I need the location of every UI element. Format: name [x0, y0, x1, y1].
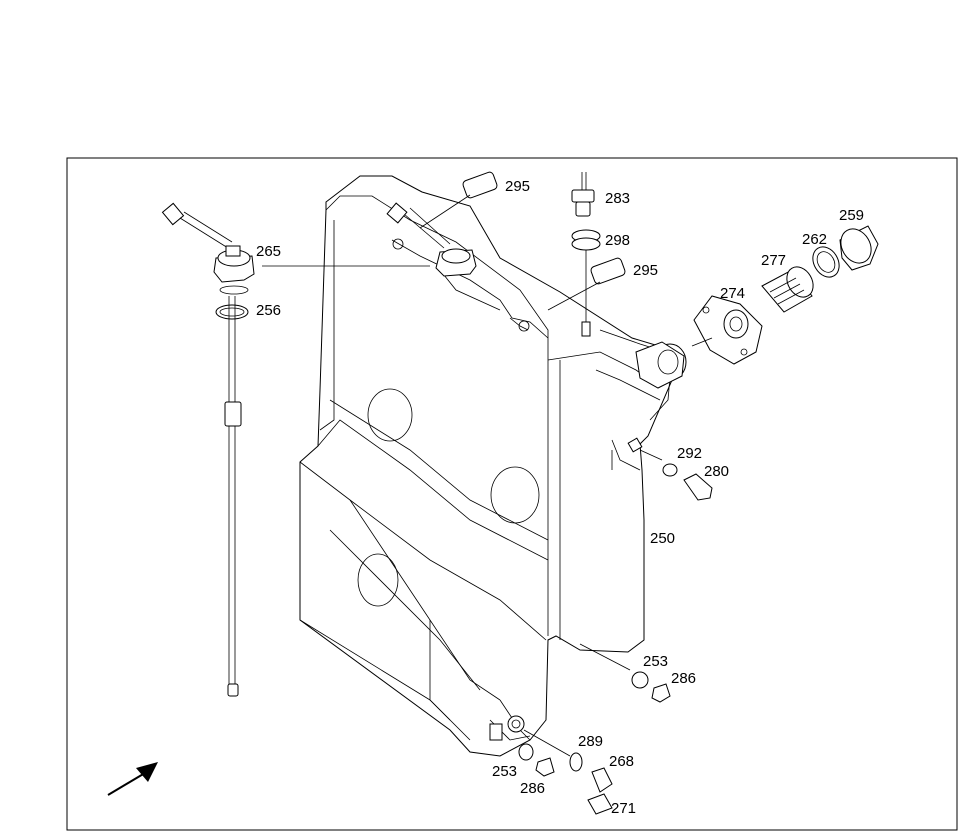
label-298: 298 [605, 232, 630, 249]
label-259: 259 [839, 207, 864, 224]
diagram-frame [66, 157, 958, 831]
sender-on-tank [386, 202, 477, 277]
spacer-295-b [547, 257, 626, 311]
label-286-right: 286 [671, 670, 696, 687]
seal-262 [812, 246, 840, 278]
flange-274 [691, 295, 763, 365]
label-262: 262 [802, 231, 827, 248]
fuel-tank-250 [299, 175, 673, 757]
label-292: 292 [677, 445, 702, 462]
grommet-298 [571, 229, 601, 324]
label-274: 274 [720, 285, 745, 302]
label-295-a: 295 [505, 178, 530, 195]
label-289: 289 [578, 733, 603, 750]
vent-valve-283 [571, 172, 595, 217]
o-ring-256 [215, 304, 249, 320]
strainer-277 [761, 266, 814, 313]
drain-parts-right [579, 643, 671, 703]
label-268: 268 [609, 753, 634, 770]
arrow-icon [107, 762, 158, 796]
vent-stub [581, 321, 591, 337]
label-295-b: 295 [633, 262, 658, 279]
label-286-left: 286 [520, 780, 545, 797]
label-250: 250 [650, 530, 675, 547]
sender-detached-265 [161, 202, 255, 295]
dip-tube [224, 296, 242, 697]
label-265: 265 [256, 243, 281, 260]
label-253-right: 253 [643, 653, 668, 670]
filler-neck-on-tank [635, 341, 687, 389]
drain-parts-left [489, 715, 613, 815]
label-253-left: 253 [492, 763, 517, 780]
label-280: 280 [704, 463, 729, 480]
label-256: 256 [256, 302, 281, 319]
spacer-295-a [419, 171, 498, 229]
label-277: 277 [761, 252, 786, 269]
label-283: 283 [605, 190, 630, 207]
cap-259 [839, 225, 879, 271]
label-271: 271 [611, 800, 636, 817]
side-port-parts [627, 437, 713, 501]
